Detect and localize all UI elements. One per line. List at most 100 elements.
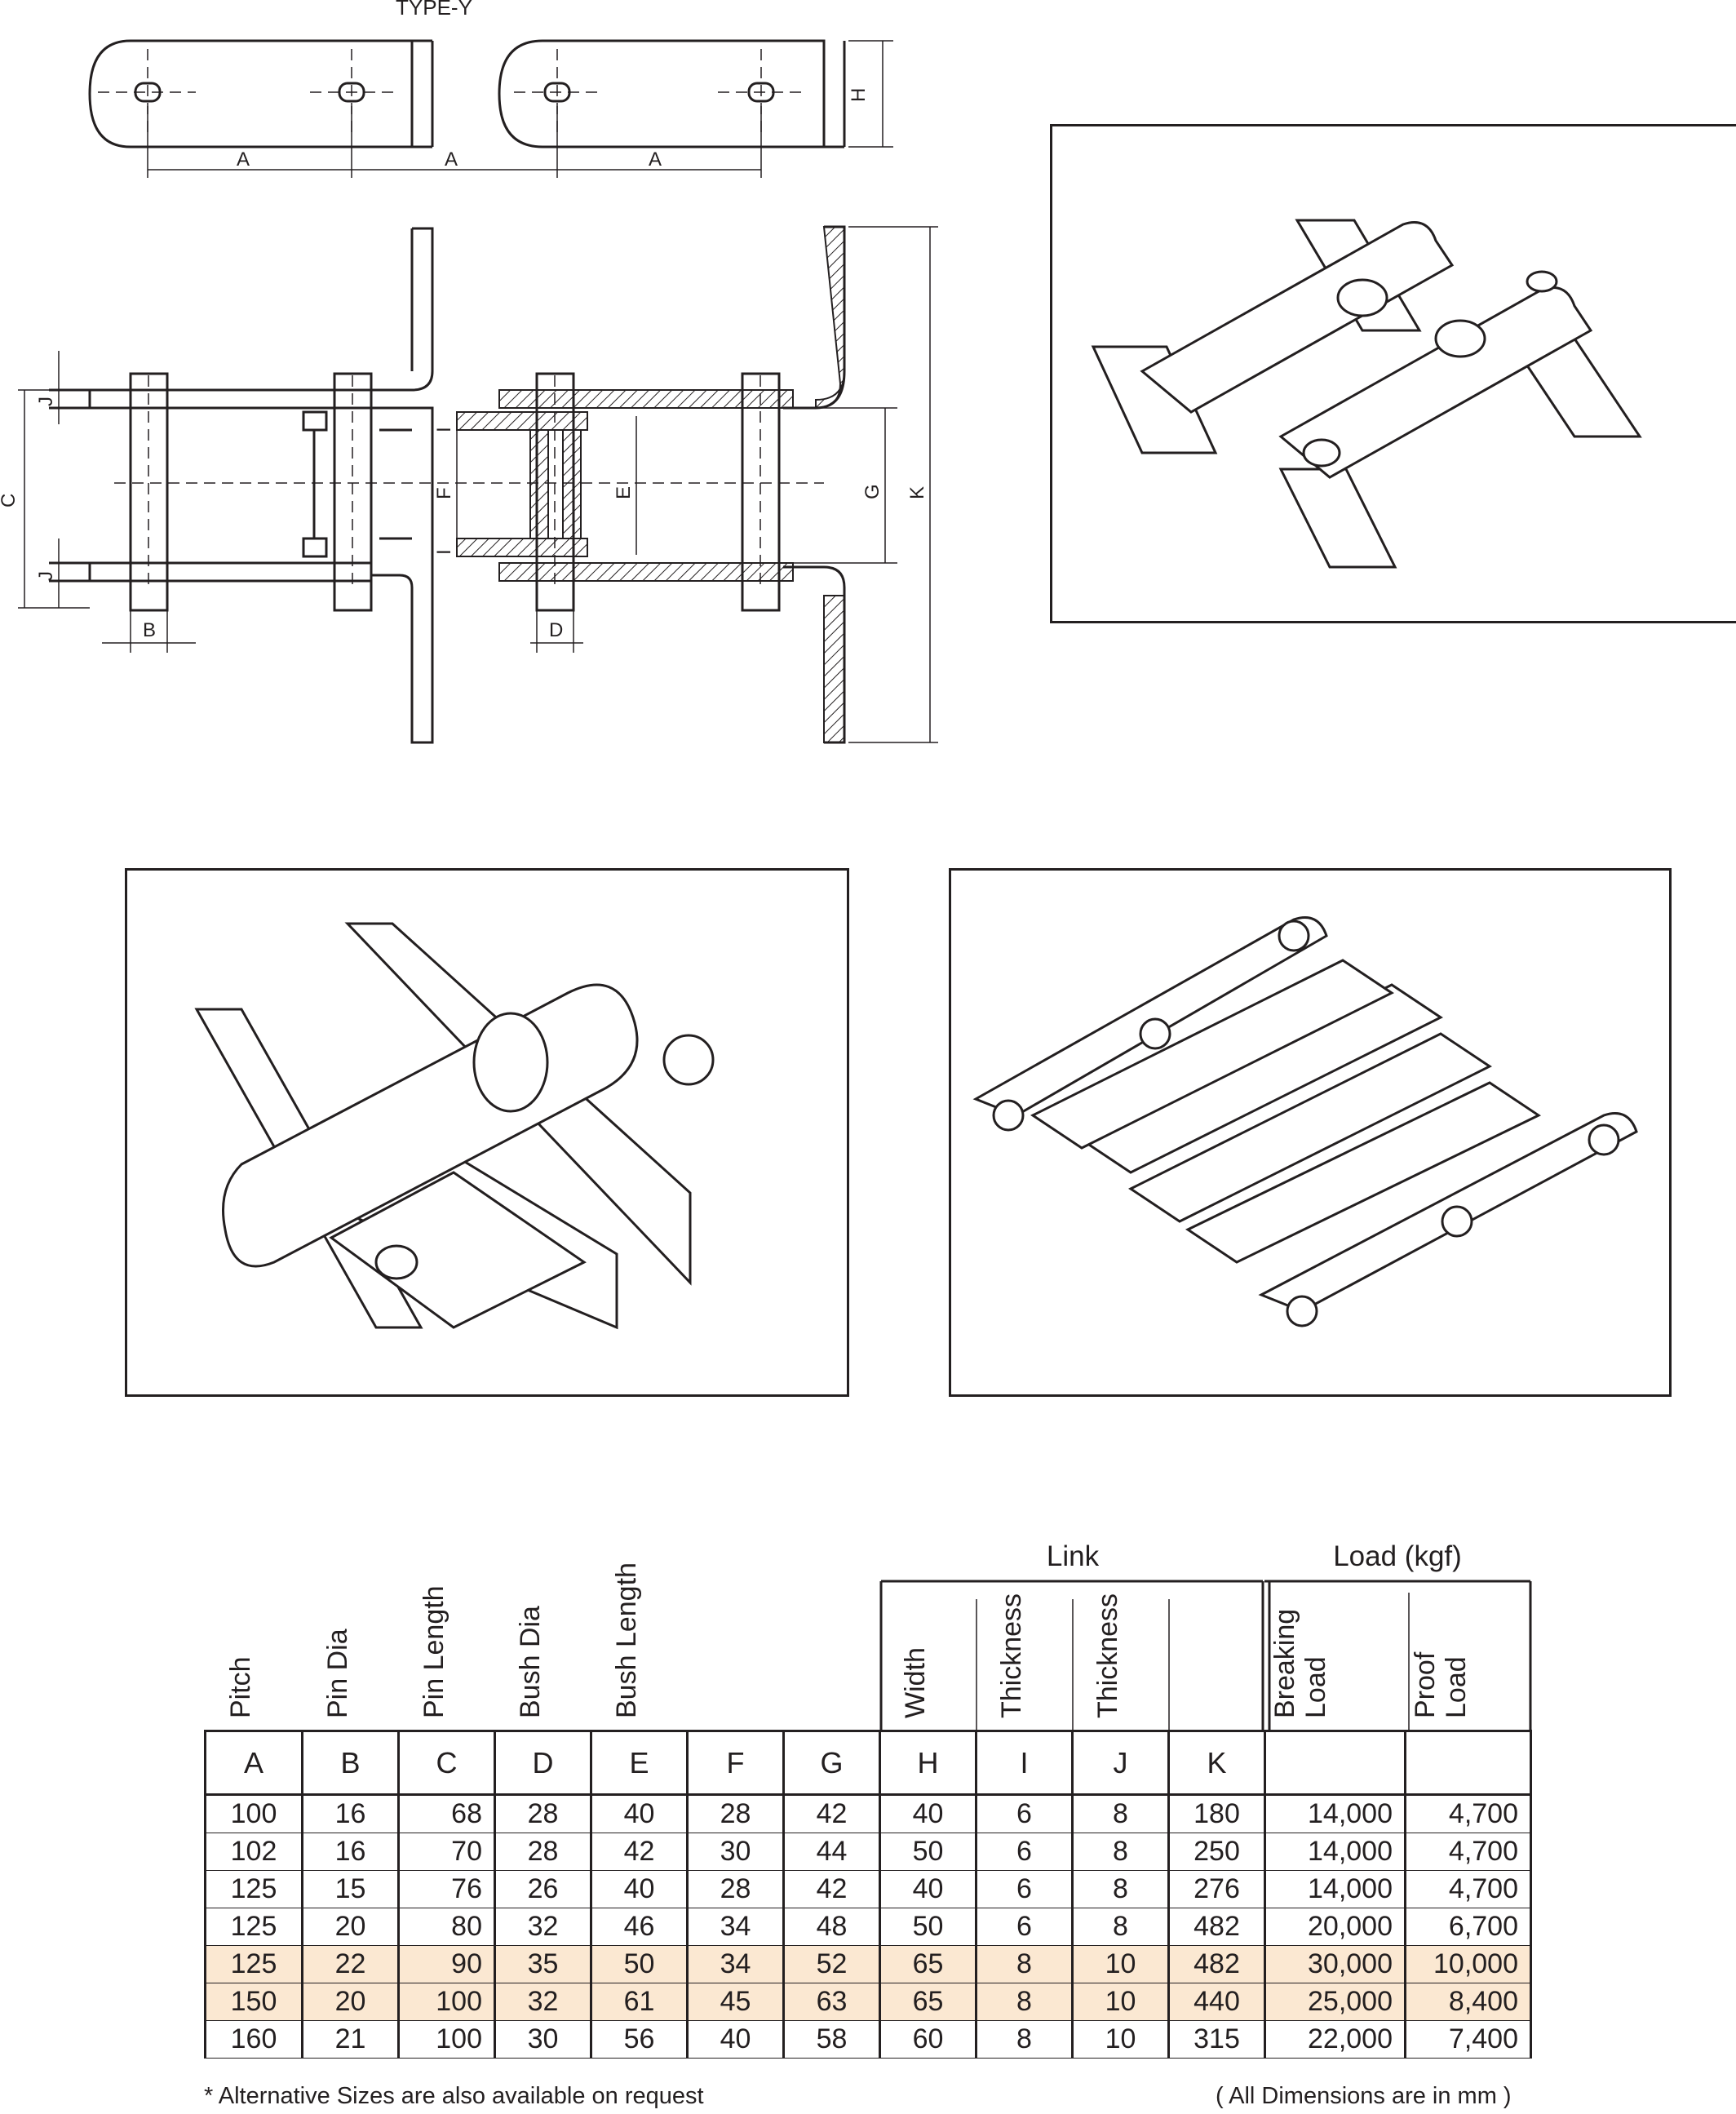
table-cell: 4,700 — [1404, 1833, 1532, 1871]
column-header: Pin Length — [418, 1585, 450, 1718]
table-cell: 70 — [397, 1833, 496, 1871]
load-group-title: Load (kgf) — [1333, 1540, 1462, 1572]
table-cell: 40 — [686, 2020, 785, 2059]
dim-label-k: K — [906, 486, 928, 499]
table-cell: 8,400 — [1404, 1983, 1532, 2021]
table-cell: 16 — [301, 1794, 400, 1833]
column-letter — [1264, 1730, 1406, 1796]
table-cell: 28 — [686, 1794, 785, 1833]
column-letter: E — [590, 1730, 689, 1796]
table-cell: 7,400 — [1404, 2020, 1532, 2059]
table-cell: 28 — [686, 1870, 785, 1908]
table-cell: 8 — [1071, 1870, 1170, 1908]
table-cell: 40 — [879, 1794, 977, 1833]
dim-label-j: J — [35, 397, 57, 406]
column-header: Thickness — [996, 1593, 1027, 1718]
table-cell: 125 — [204, 1908, 303, 1946]
table-cell: 8 — [975, 2020, 1074, 2059]
column-letter: D — [494, 1730, 592, 1796]
table-cell: 21 — [301, 2020, 400, 2059]
table-cell: 26 — [494, 1870, 592, 1908]
table-cell: 28 — [494, 1833, 592, 1871]
footer-note-right: ( All Dimensions are in mm ) — [1216, 2083, 1512, 2109]
table-cell: 276 — [1167, 1870, 1266, 1908]
table-cell: 45 — [686, 1983, 785, 2021]
table-cell: 10 — [1071, 2020, 1170, 2059]
table-cell: 8 — [975, 1983, 1074, 2021]
column-letter: J — [1071, 1730, 1170, 1796]
table-cell: 20,000 — [1264, 1908, 1406, 1946]
table-cell: 58 — [782, 2020, 881, 2059]
dim-label-j: J — [35, 571, 57, 581]
dim-label-a: A — [649, 148, 662, 171]
column-header: Bush Dia — [515, 1606, 546, 1718]
dim-label-i: I — [433, 427, 455, 432]
column-letter — [1404, 1730, 1532, 1796]
table-cell: 50 — [590, 1945, 689, 1983]
table-cell: 14,000 — [1264, 1794, 1406, 1833]
table-cell: 482 — [1167, 1908, 1266, 1946]
column-letter: H — [879, 1730, 977, 1796]
dim-label-e: E — [613, 486, 635, 499]
technical-drawing: A A A H — [0, 39, 938, 744]
table-cell: 42 — [782, 1870, 881, 1908]
table-cell: 40 — [590, 1794, 689, 1833]
table-cell: 250 — [1167, 1833, 1266, 1871]
table-cell: 44 — [782, 1833, 881, 1871]
table-cell: 125 — [204, 1945, 303, 1983]
table-cell: 150 — [204, 1983, 303, 2021]
table-cell: 25,000 — [1264, 1983, 1406, 2021]
table-cell: 4,700 — [1404, 1870, 1532, 1908]
column-letter: K — [1167, 1730, 1266, 1796]
table-cell: 76 — [397, 1870, 496, 1908]
column-letter: A — [204, 1730, 303, 1796]
table-cell: 30 — [686, 1833, 785, 1871]
dim-label-b: B — [143, 619, 156, 641]
table-cell: 42 — [782, 1794, 881, 1833]
column-letter: G — [782, 1730, 881, 1796]
table-cell: 6 — [975, 1870, 1074, 1908]
column-header: Bush Length — [611, 1562, 642, 1718]
column-header: Breaking — [1269, 1608, 1300, 1718]
column-letter: F — [686, 1730, 785, 1796]
table-cell: 90 — [397, 1945, 496, 1983]
table-cell: 20 — [301, 1983, 400, 2021]
type-label: TYPE-Y — [396, 0, 472, 20]
table-cell: 4,700 — [1404, 1794, 1532, 1833]
column-header: Load — [1441, 1656, 1472, 1718]
table-cell: 10 — [1071, 1983, 1170, 2021]
dim-label-a: A — [445, 148, 458, 171]
table-cell: 315 — [1167, 2020, 1266, 2059]
table-cell: 34 — [686, 1945, 785, 1983]
table-cell: 63 — [782, 1983, 881, 2021]
table-cell: 56 — [590, 2020, 689, 2059]
table-cell: 28 — [494, 1794, 592, 1833]
table-cell: 40 — [879, 1870, 977, 1908]
link-group-title: Link — [1046, 1540, 1100, 1572]
dim-label-h: H — [848, 88, 870, 102]
table-cell: 14,000 — [1264, 1833, 1406, 1871]
table-cell: 50 — [879, 1833, 977, 1871]
column-header: Width — [900, 1647, 931, 1718]
dim-label-a: A — [237, 148, 250, 171]
table-cell: 125 — [204, 1870, 303, 1908]
table-cell: 35 — [494, 1945, 592, 1983]
dim-label-c: C — [0, 494, 20, 507]
column-header: Pitch — [225, 1656, 256, 1718]
table-cell: 102 — [204, 1833, 303, 1871]
column-letter: C — [397, 1730, 496, 1796]
table-cell: 20 — [301, 1908, 400, 1946]
isometric-view-2 — [125, 868, 849, 1397]
table-cell: 32 — [494, 1983, 592, 2021]
table-cell: 42 — [590, 1833, 689, 1871]
table-cell: 68 — [397, 1794, 496, 1833]
table-cell: 180 — [1167, 1794, 1266, 1833]
table-cell: 482 — [1167, 1945, 1266, 1983]
